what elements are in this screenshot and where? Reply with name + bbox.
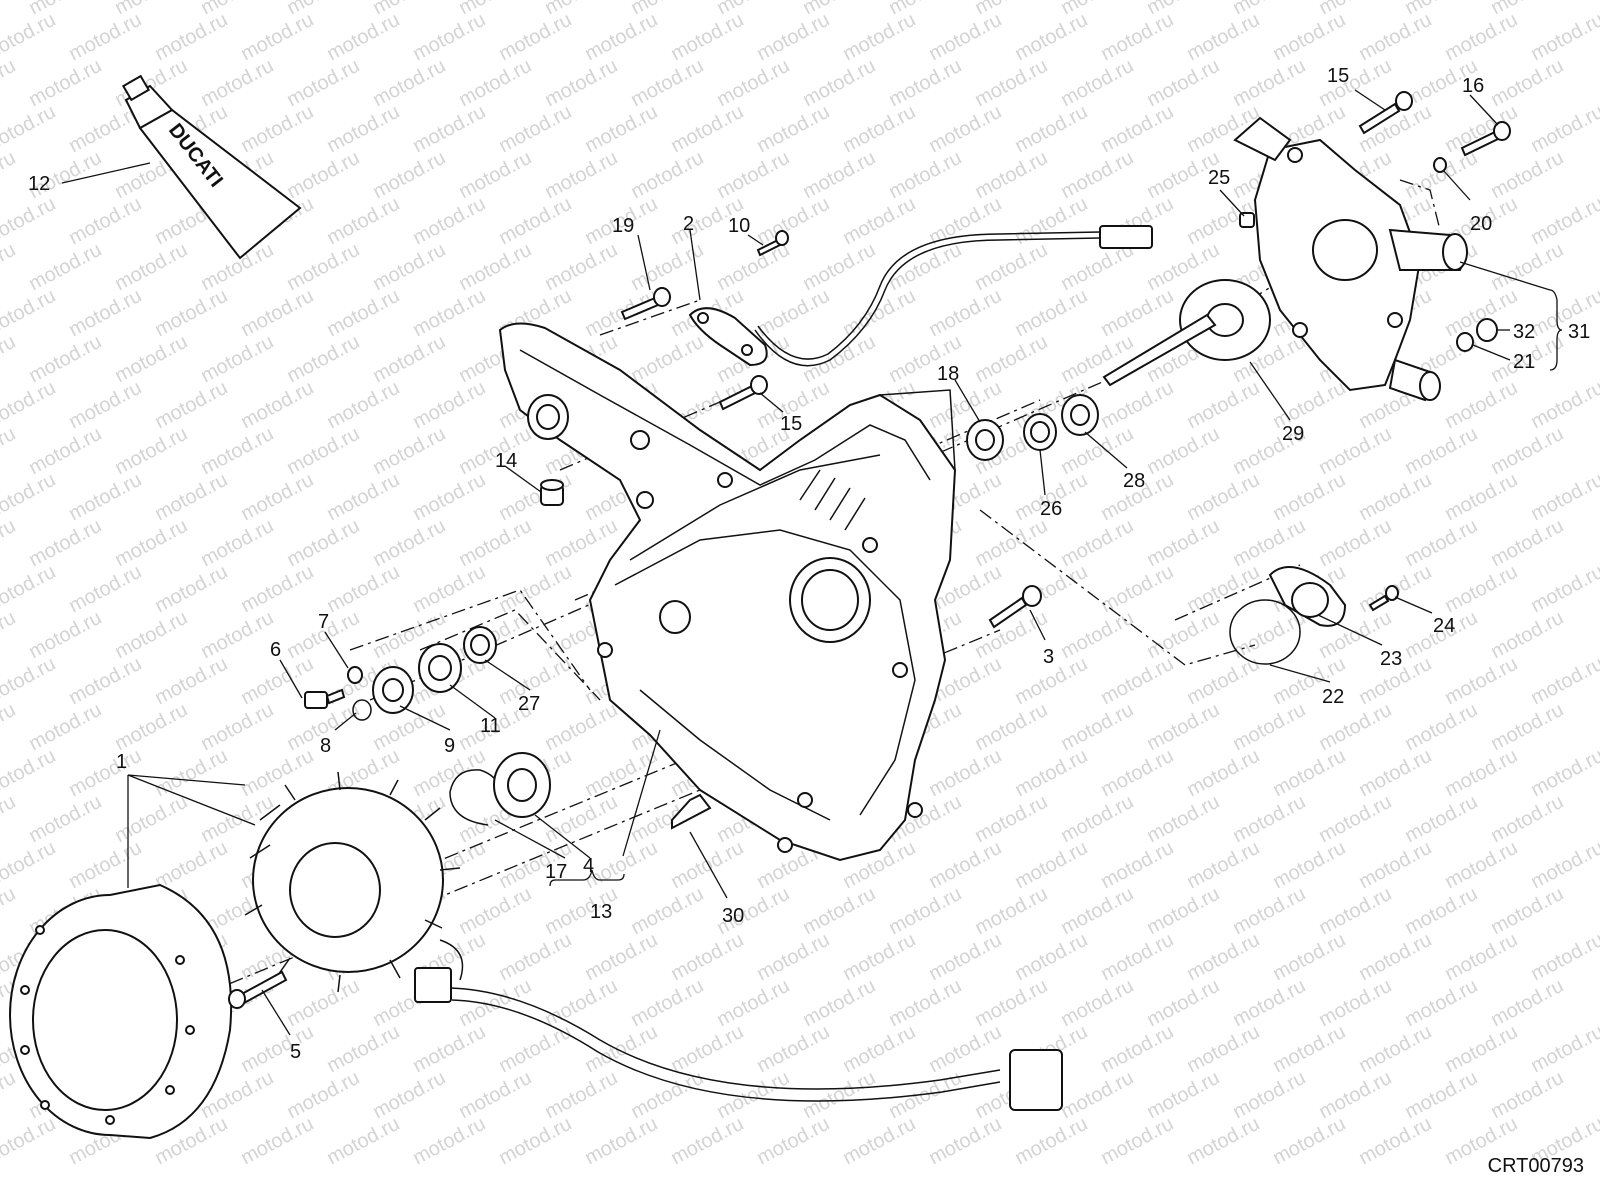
callout-14: 14: [495, 450, 517, 472]
bearing-28: [1061, 394, 1099, 436]
callout-24: 24: [1433, 615, 1455, 637]
oil-seal-18: [966, 419, 1004, 461]
callout-2: 2: [683, 213, 694, 235]
water-pump-impeller: [1102, 279, 1271, 387]
callout-31: 31: [1568, 321, 1590, 343]
screw-10: [756, 230, 789, 257]
washer-21: [1456, 332, 1474, 352]
plug-32: [1476, 318, 1498, 342]
leader-lines: [61, 89, 1563, 1036]
pickup-sensor: [688, 225, 1153, 367]
grease-tube: DUCATI: [121, 74, 302, 260]
plug-25: [1239, 212, 1255, 228]
callout-15-right: 15: [1327, 65, 1349, 87]
callout-5: 5: [290, 1041, 301, 1063]
washer-7: [347, 666, 363, 684]
callout-22: 22: [1322, 686, 1344, 708]
callout-30: 30: [722, 905, 744, 927]
callout-12: 12: [28, 173, 50, 195]
circlip-8: [352, 699, 372, 721]
bolt-5: [228, 970, 288, 1009]
circlip-17: [449, 769, 502, 826]
callout-16: 16: [1462, 75, 1484, 97]
callout-28: 28: [1123, 470, 1145, 492]
crankcase-cover: [498, 322, 957, 862]
washer-27: [463, 626, 497, 664]
callout-25: 25: [1208, 167, 1230, 189]
callout-3: 3: [1043, 646, 1054, 668]
drawing-code: CRT00793: [1487, 1155, 1584, 1177]
bearing-11: [418, 643, 462, 693]
callout-26: 26: [1040, 498, 1062, 520]
washer-26: [1023, 413, 1057, 451]
o-ring-22: [1229, 599, 1301, 665]
callout-8: 8: [320, 735, 331, 757]
callout-23: 23: [1380, 648, 1402, 670]
callout-17: 17: [545, 861, 567, 883]
bearing-9: [372, 666, 414, 714]
bearing-13: [493, 752, 551, 818]
cable-clip-30: [671, 793, 712, 830]
callout-1: 1: [116, 751, 127, 773]
bolt-6: [304, 688, 346, 709]
bolt-3: [988, 585, 1042, 629]
washer-20: [1433, 157, 1447, 173]
callout-labels: 12 1 5 6 7 8 9 11 27 17 4 13 30 14 19 2 …: [28, 65, 1590, 1063]
callout-29: 29: [1282, 423, 1304, 445]
water-pump-cover: [1233, 116, 1468, 402]
callout-15-left: 15: [780, 413, 802, 435]
screw-16: [1460, 121, 1511, 157]
bolt-15-left: [718, 375, 768, 411]
callout-21: 21: [1513, 351, 1535, 373]
callout-27: 27: [518, 693, 540, 715]
flange-seal-23: [1268, 566, 1347, 627]
callout-4: 4: [583, 855, 594, 877]
callout-6: 6: [270, 639, 281, 661]
callout-11: 11: [480, 715, 501, 737]
dowel-pin: [540, 479, 564, 506]
callout-7: 7: [318, 611, 329, 633]
screw-15-right: [1358, 91, 1413, 135]
callout-32: 32: [1513, 321, 1535, 343]
callout-9: 9: [444, 735, 455, 757]
callout-18: 18: [937, 363, 959, 385]
callout-13: 13: [590, 901, 612, 923]
callout-20: 20: [1470, 213, 1492, 235]
callout-10: 10: [728, 215, 750, 237]
screw-24: [1368, 585, 1399, 612]
callout-19: 19: [612, 215, 634, 237]
bolt-19: [620, 287, 671, 321]
alternator-stator: [244, 771, 1063, 1111]
alternator-rotor: [9, 883, 233, 1140]
